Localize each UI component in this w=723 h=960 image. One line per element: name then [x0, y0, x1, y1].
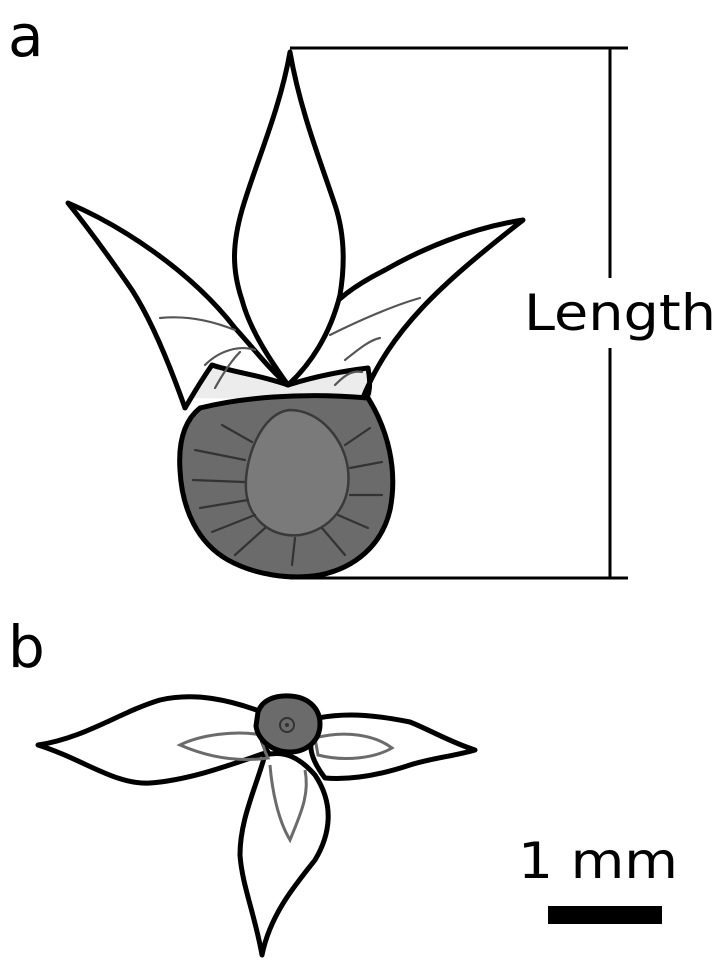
panel-a-drawing	[68, 52, 523, 577]
scale-bar-line	[548, 906, 662, 924]
length-label: Length	[524, 284, 716, 342]
panel-b-lower-petal	[240, 754, 328, 955]
panel-a-label: a	[8, 2, 44, 70]
scale-bar: 1 mm	[518, 832, 678, 924]
panel-b-right-petal	[311, 715, 475, 778]
panel-b-label: b	[8, 613, 45, 681]
panel-b-drawing	[38, 696, 475, 955]
panel-b-center-dot	[285, 723, 289, 727]
panel-b-left-petal	[38, 697, 268, 783]
scale-bar-label: 1 mm	[518, 832, 678, 890]
panel-a-central-spike	[235, 52, 344, 385]
